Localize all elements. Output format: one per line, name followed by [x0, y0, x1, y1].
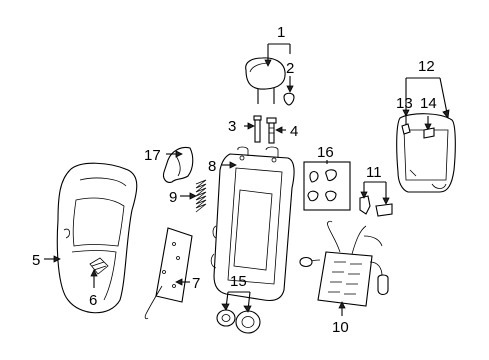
clip-set-11: [359, 195, 393, 217]
callout-11: 11: [366, 164, 382, 181]
callout-10: 10: [332, 319, 349, 336]
callout-8: 8: [208, 158, 216, 175]
seat-back-frame: [210, 146, 295, 302]
callout-15: 15: [230, 273, 247, 290]
clip-set-box: [303, 161, 351, 211]
cushion-insert: [89, 257, 109, 275]
callout-4: 4: [290, 123, 298, 140]
callout-9: 9: [169, 189, 177, 206]
callout-7: 7: [192, 275, 200, 292]
seat-heater-mat: [299, 220, 389, 307]
guide-sleeve-4: [266, 117, 286, 144]
seat-back-cushion: [56, 162, 138, 314]
guide-sleeve-3: [244, 115, 262, 143]
callout-17: 17: [144, 147, 161, 164]
callout-2: 2: [286, 60, 294, 77]
callout-5: 5: [32, 252, 40, 269]
seat-back-rear-panel: [396, 113, 456, 193]
callout-1: 1: [277, 24, 285, 41]
recliner-knobs: [216, 309, 261, 334]
side-trim: [162, 146, 194, 183]
headrest-guide: [283, 92, 295, 106]
callout-12: 12: [418, 58, 435, 75]
callout-16: 16: [317, 144, 334, 161]
lumbar-panel: [144, 227, 193, 320]
callout-6: 6: [89, 292, 97, 309]
coil-spring: [195, 179, 207, 213]
headrest: [245, 57, 286, 104]
callout-3: 3: [228, 118, 236, 135]
callout-14: 14: [420, 95, 437, 112]
callout-13: 13: [396, 95, 413, 112]
